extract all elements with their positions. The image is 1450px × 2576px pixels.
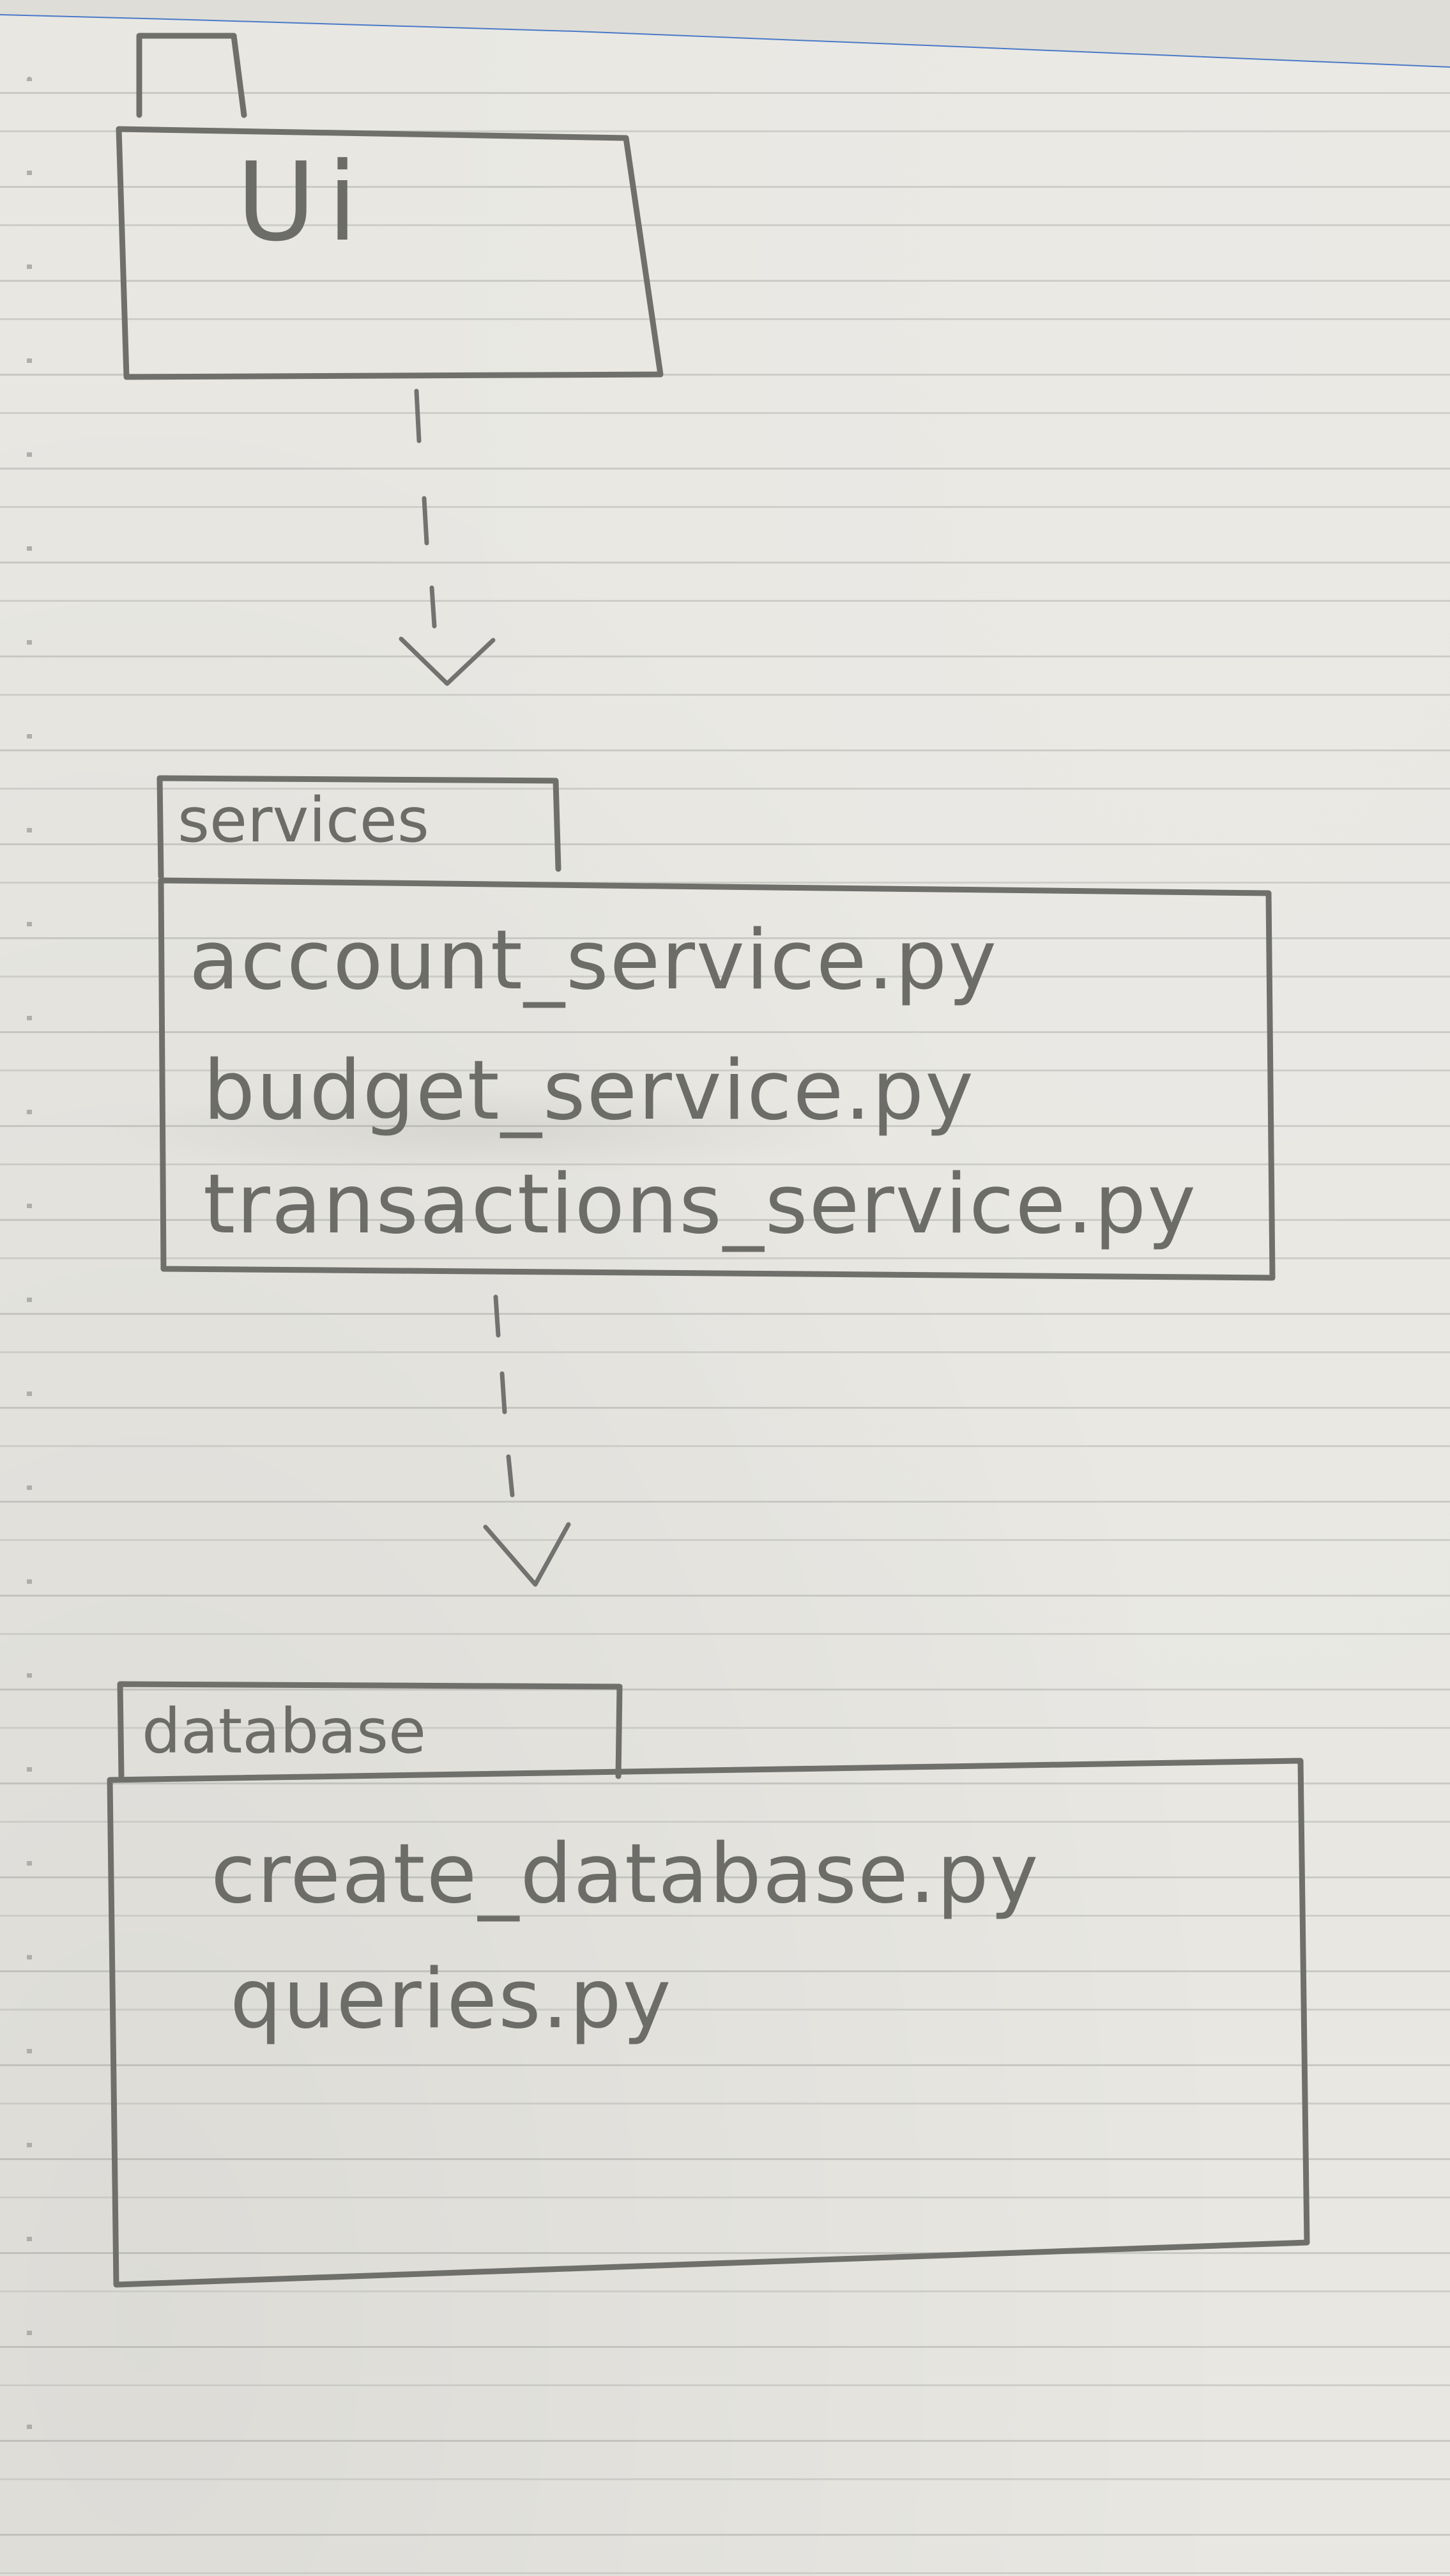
- package-services: [156, 775, 1276, 1281]
- arrowhead-open: [483, 1522, 571, 1587]
- package-ui-body: [116, 126, 664, 380]
- file-account-service: account_service.py: [189, 913, 998, 1008]
- file-queries: queries.py: [230, 1952, 673, 2047]
- package-database: [107, 1681, 1310, 2288]
- file-transactions-service: transactions_service.py: [203, 1157, 1197, 1252]
- arrowhead-open: [399, 636, 496, 686]
- eraser-smudge: [96, 1086, 862, 1176]
- margin-dots: [27, 77, 32, 2504]
- package-database-tab: [117, 1681, 623, 1779]
- dependency-arrow-ui-services: [399, 388, 496, 686]
- package-ui-name: Ui: [236, 139, 369, 266]
- package-database-body: [107, 1758, 1310, 2288]
- package-services-tab: [156, 775, 561, 880]
- ruled-lines: [0, 38, 1450, 2576]
- dependency-arrow-services-database: [483, 1294, 571, 1587]
- package-ui: [116, 33, 664, 380]
- package-services-name: services: [178, 785, 429, 856]
- package-ui-tab: [136, 33, 247, 118]
- package-database-name: database: [142, 1696, 427, 1767]
- file-budget-service: budget_service.py: [203, 1043, 975, 1138]
- file-create-database: create_database.py: [211, 1827, 1040, 1922]
- package-services-body: [158, 877, 1276, 1281]
- page-top-edge: [0, 0, 1450, 68]
